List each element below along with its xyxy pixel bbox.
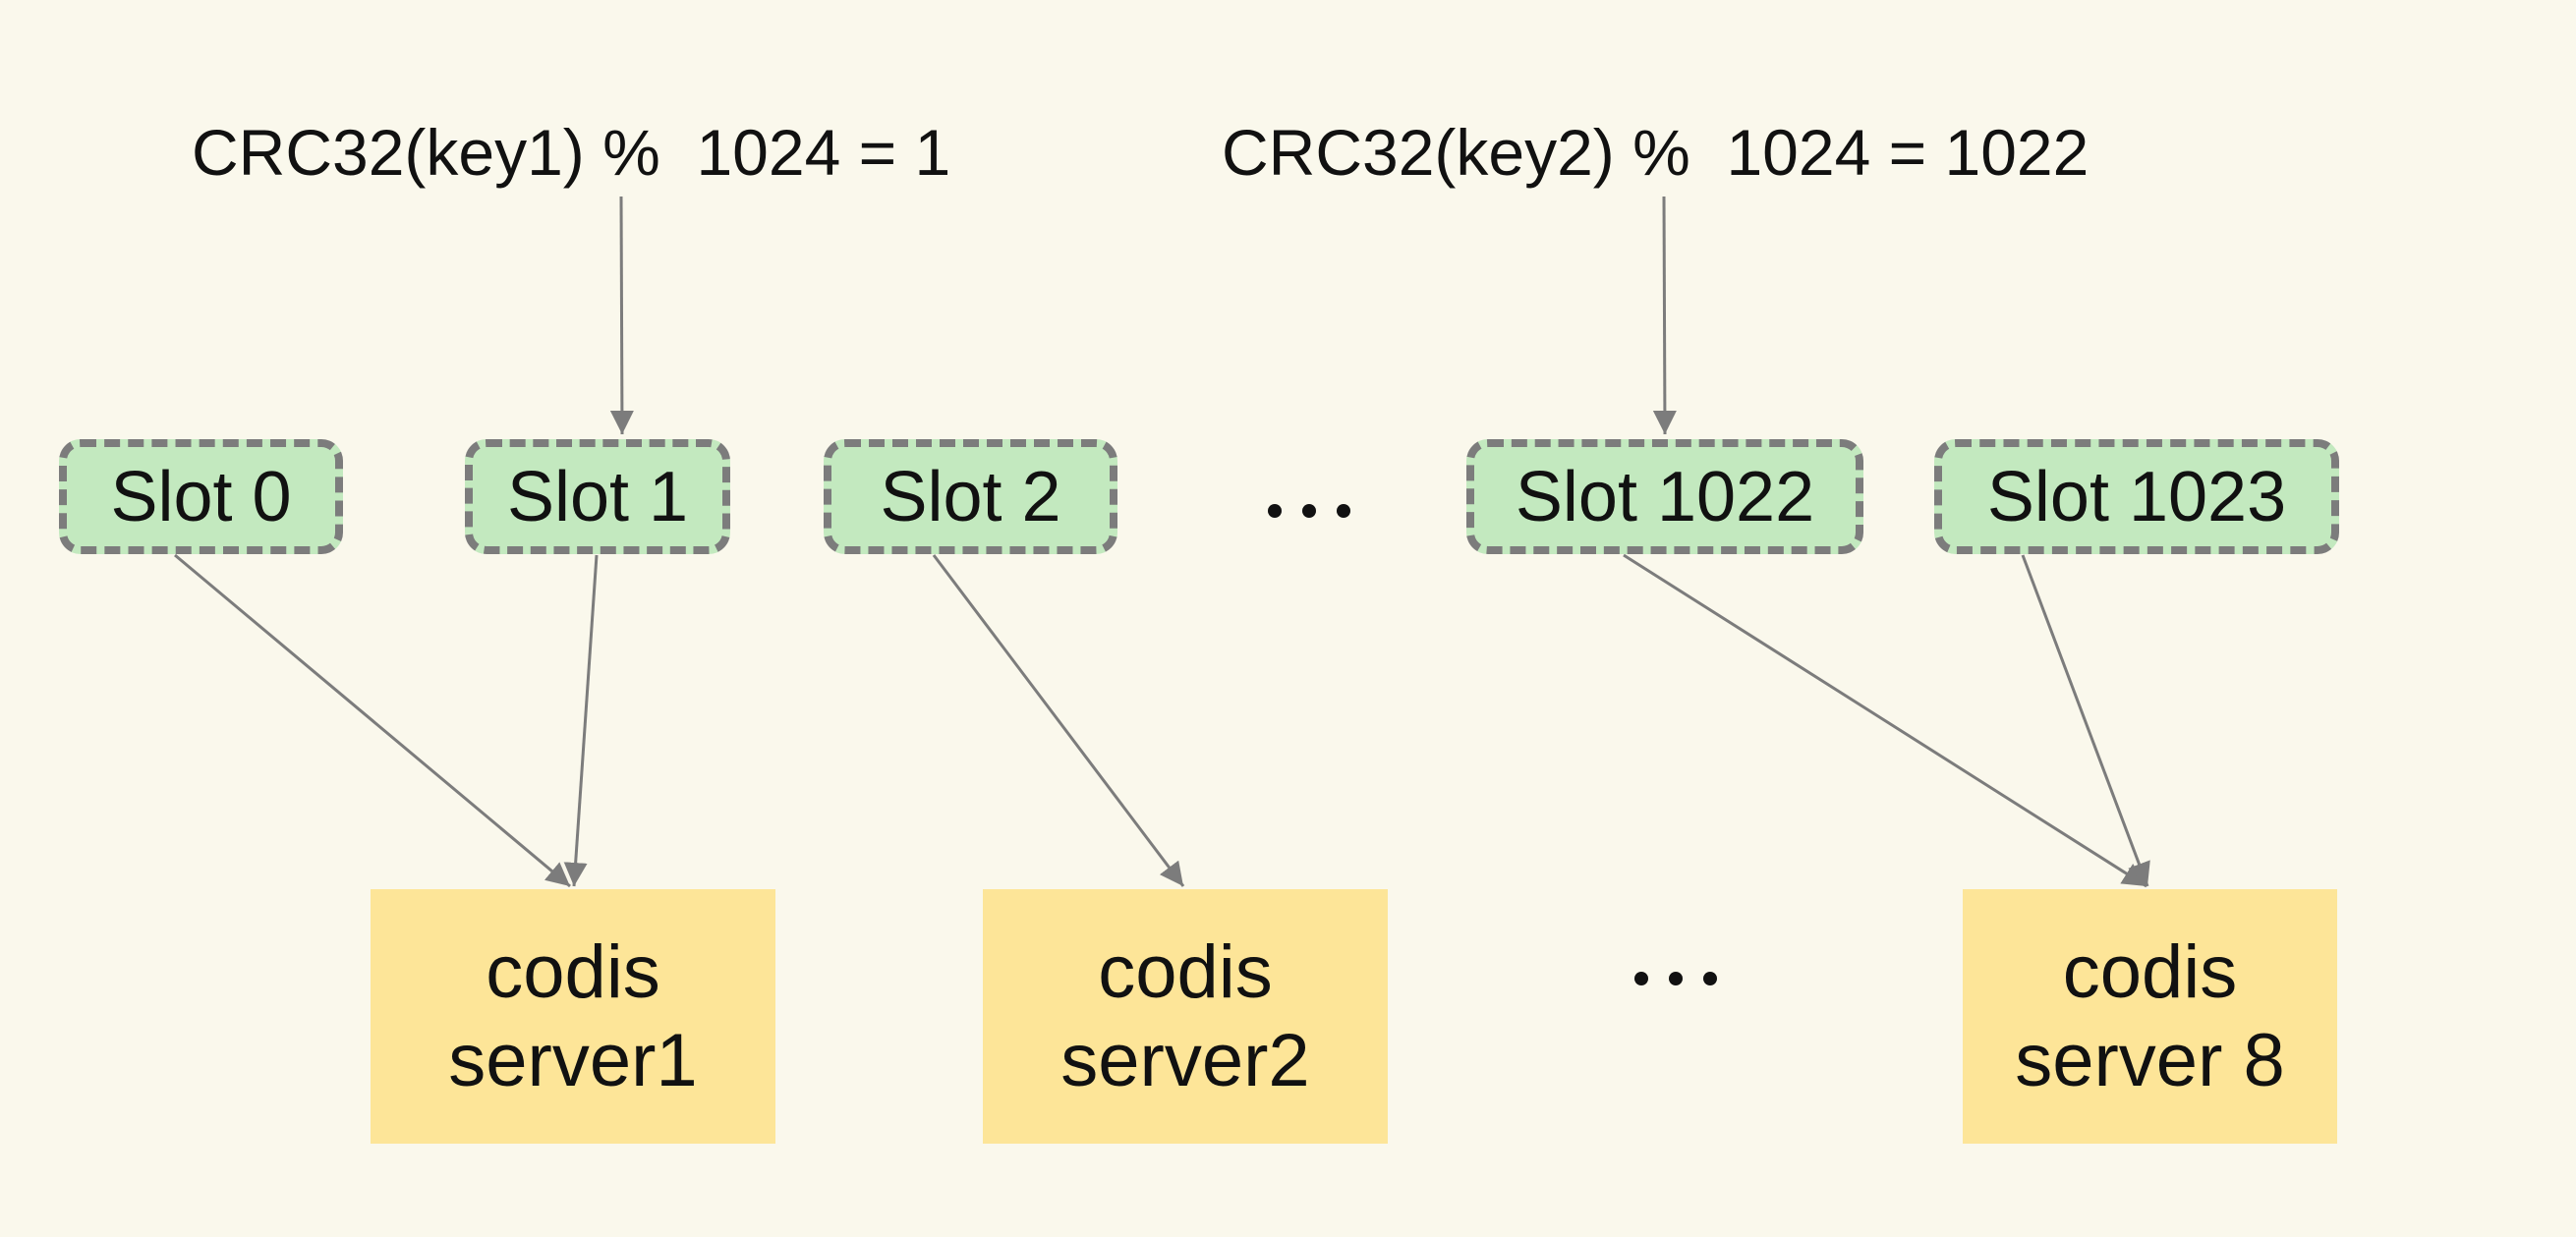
slot-1: Slot 1 [465, 439, 730, 554]
slot-1023: Slot 1023 [1934, 439, 2339, 554]
edge-slot-0-to-server1 [174, 553, 571, 888]
server-label-line1: codis [1098, 929, 1273, 1014]
slot-1022: Slot 1022 [1466, 439, 1863, 554]
codis-server-8: codis server 8 [1963, 889, 2337, 1144]
server-label-line1: codis [486, 929, 660, 1014]
edge-slot-1023-to-server8 [2021, 554, 2150, 887]
edge-slot-1-to-server1 [563, 554, 599, 887]
formula-key2: CRC32(key2) % 1024 = 1022 [1222, 116, 2089, 189]
edge-slot-2-to-server2 [932, 554, 1185, 887]
slots-ellipsis [1268, 504, 1350, 518]
ellipsis-dot [1703, 972, 1717, 985]
server-label-line2: server 8 [2015, 1018, 2285, 1102]
edge-key2-to-slot-1022 [1652, 196, 1677, 435]
edge-key1-to-slot-1 [609, 196, 634, 435]
slot-2: Slot 2 [824, 439, 1117, 554]
ellipsis-dot [1268, 504, 1282, 518]
edge-slot-1022-to-server8 [1623, 553, 2147, 888]
server-label-line2: server1 [448, 1018, 698, 1102]
codis-server-1: codis server1 [371, 889, 775, 1144]
ellipsis-dot [1337, 504, 1350, 518]
codis-server-2: codis server2 [983, 889, 1388, 1144]
ellipsis-dot [1634, 972, 1648, 985]
server-label-line1: codis [2062, 929, 2238, 1014]
formula-key1: CRC32(key1) % 1024 = 1 [192, 116, 951, 189]
ellipsis-dot [1302, 504, 1316, 518]
server-label-line2: server2 [1060, 1018, 1310, 1102]
slot-0: Slot 0 [59, 439, 343, 554]
servers-ellipsis [1634, 972, 1717, 985]
ellipsis-dot [1669, 972, 1683, 985]
